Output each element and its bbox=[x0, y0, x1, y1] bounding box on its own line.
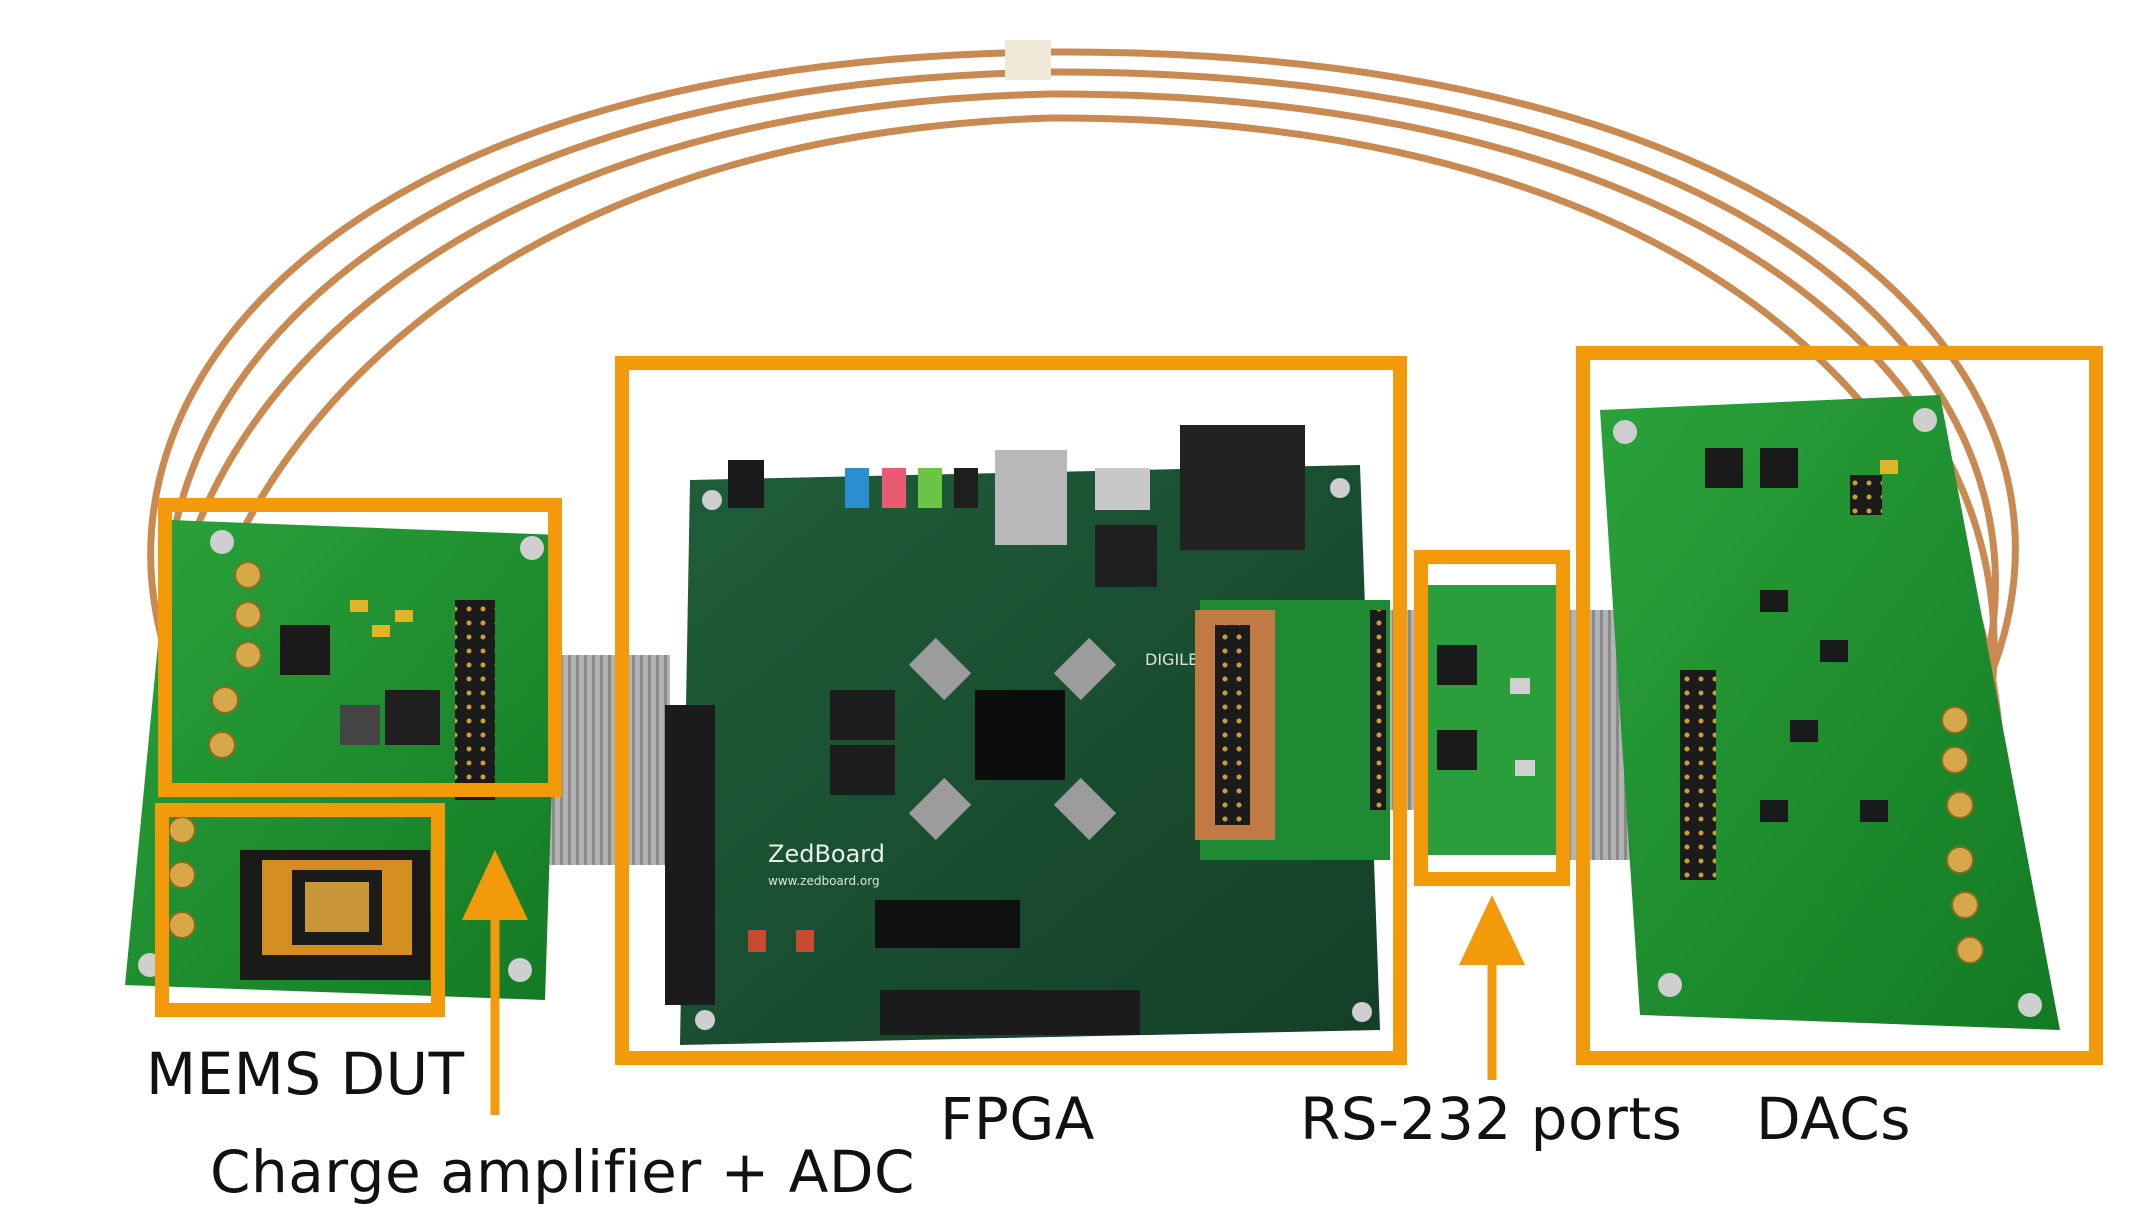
pmod-adapter-board bbox=[1195, 600, 1390, 860]
cable-tie bbox=[1005, 40, 1051, 80]
charge-amp-board bbox=[125, 520, 560, 1000]
rs232-label: RS-232 ports bbox=[1300, 1085, 1683, 1153]
zedboard-logo-text: ZedBoard bbox=[768, 840, 885, 868]
dac-board bbox=[1600, 395, 2060, 1030]
rs232-board bbox=[1415, 585, 1565, 855]
fpga-label: FPGA bbox=[940, 1085, 1095, 1153]
sma-connectors-right bbox=[1941, 706, 1984, 964]
mems-dut-label: MEMS DUT bbox=[146, 1040, 465, 1108]
dacs-highlight-box bbox=[1576, 346, 2103, 1065]
zedboard-url-text: www.zedboard.org bbox=[768, 874, 880, 888]
charge-amp-label: Charge amplifier + ADC bbox=[210, 1138, 916, 1206]
charge-amp-arrow bbox=[462, 850, 528, 1115]
rs232-arrow bbox=[1459, 895, 1525, 1080]
mems-dut-chip bbox=[240, 850, 430, 980]
dacs-label: DACs bbox=[1756, 1085, 1912, 1153]
rs232-highlight-box bbox=[1414, 550, 1570, 886]
mems-dut-highlight-box bbox=[155, 803, 445, 1017]
charge-amp-highlight-box bbox=[158, 498, 562, 797]
fpga-highlight-box bbox=[615, 356, 1407, 1065]
